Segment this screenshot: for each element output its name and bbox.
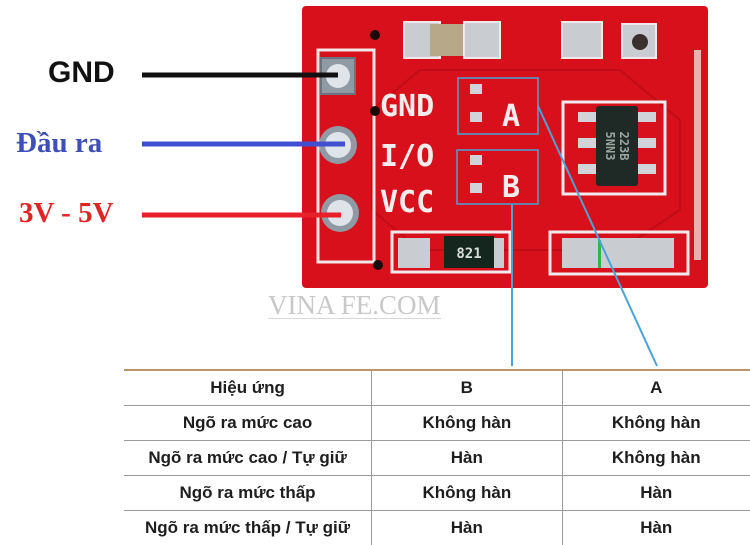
- watermark: VINA FE.COM: [268, 292, 441, 319]
- cell-a: Hàn: [562, 511, 750, 545]
- cell-a: Không hàn: [562, 406, 750, 441]
- pin-label-power: 3V - 5V: [19, 197, 114, 230]
- silk-label-jumper-a: A: [502, 99, 520, 134]
- jumper-effects-table: Hiệu ứng B A Ngõ ra mức cao Không hàn Kh…: [124, 369, 750, 545]
- table-row: Ngõ ra mức cao / Tự giữ Hàn Không hàn: [124, 441, 750, 476]
- cell-b: Hàn: [372, 511, 562, 545]
- table-row: Ngõ ra mức thấp / Tự giữ Hàn Hàn: [124, 511, 750, 545]
- cell-effect: Ngõ ra mức cao / Tự giữ: [124, 441, 372, 476]
- jumper-a-pad-1: [470, 84, 482, 94]
- smd-cap-pad-right: [464, 22, 500, 58]
- header-a: A: [562, 370, 750, 406]
- resistor-pad-left: [398, 238, 430, 268]
- ic-pin: [578, 138, 596, 148]
- via-dot: [370, 106, 380, 116]
- jumper-b-pad-1: [470, 155, 482, 165]
- ic-pin: [638, 112, 656, 122]
- edge-silkscreen: [694, 50, 701, 260]
- cell-effect: Ngõ ra mức thấp / Tự giữ: [124, 511, 372, 545]
- jumper-b-pad-2: [470, 183, 482, 193]
- cell-effect: Ngõ ra mức cao: [124, 406, 372, 441]
- jumper-a-pad-2: [470, 112, 482, 122]
- cell-a: Không hàn: [562, 441, 750, 476]
- header-effect: Hiệu ứng: [124, 370, 372, 406]
- silk-label-io: I/O: [380, 139, 434, 174]
- ic-marking-line1: 223B: [617, 132, 631, 161]
- silk-label-gnd: GND: [380, 89, 434, 124]
- resistor-marking: 821: [456, 246, 481, 262]
- table-header-row: Hiệu ứng B A: [124, 370, 750, 406]
- via-dot: [370, 30, 380, 40]
- ic-pin: [638, 164, 656, 174]
- silk-label-jumper-b: B: [502, 170, 520, 205]
- cell-b: Không hàn: [372, 476, 562, 511]
- ic-pin: [578, 112, 596, 122]
- led-body: [562, 238, 674, 268]
- header-b: B: [372, 370, 562, 406]
- smd-pad-top-right: [562, 22, 602, 58]
- cell-b: Không hàn: [372, 406, 562, 441]
- cell-a: Hàn: [562, 476, 750, 511]
- ic-marking-line2: 5NN3: [603, 132, 617, 161]
- ic-pin: [578, 164, 596, 174]
- via-hole: [632, 34, 648, 50]
- cell-b: Hàn: [372, 441, 562, 476]
- silk-label-vcc: VCC: [380, 185, 434, 220]
- pin-label-output: Đầu ra: [16, 127, 102, 160]
- table-row: Ngõ ra mức cao Không hàn Không hàn: [124, 406, 750, 441]
- pin-label-gnd: GND: [48, 56, 115, 90]
- via-dot: [373, 260, 383, 270]
- table-row: Ngõ ra mức thấp Không hàn Hàn: [124, 476, 750, 511]
- ic-pin: [638, 138, 656, 148]
- cell-effect: Ngõ ra mức thấp: [124, 476, 372, 511]
